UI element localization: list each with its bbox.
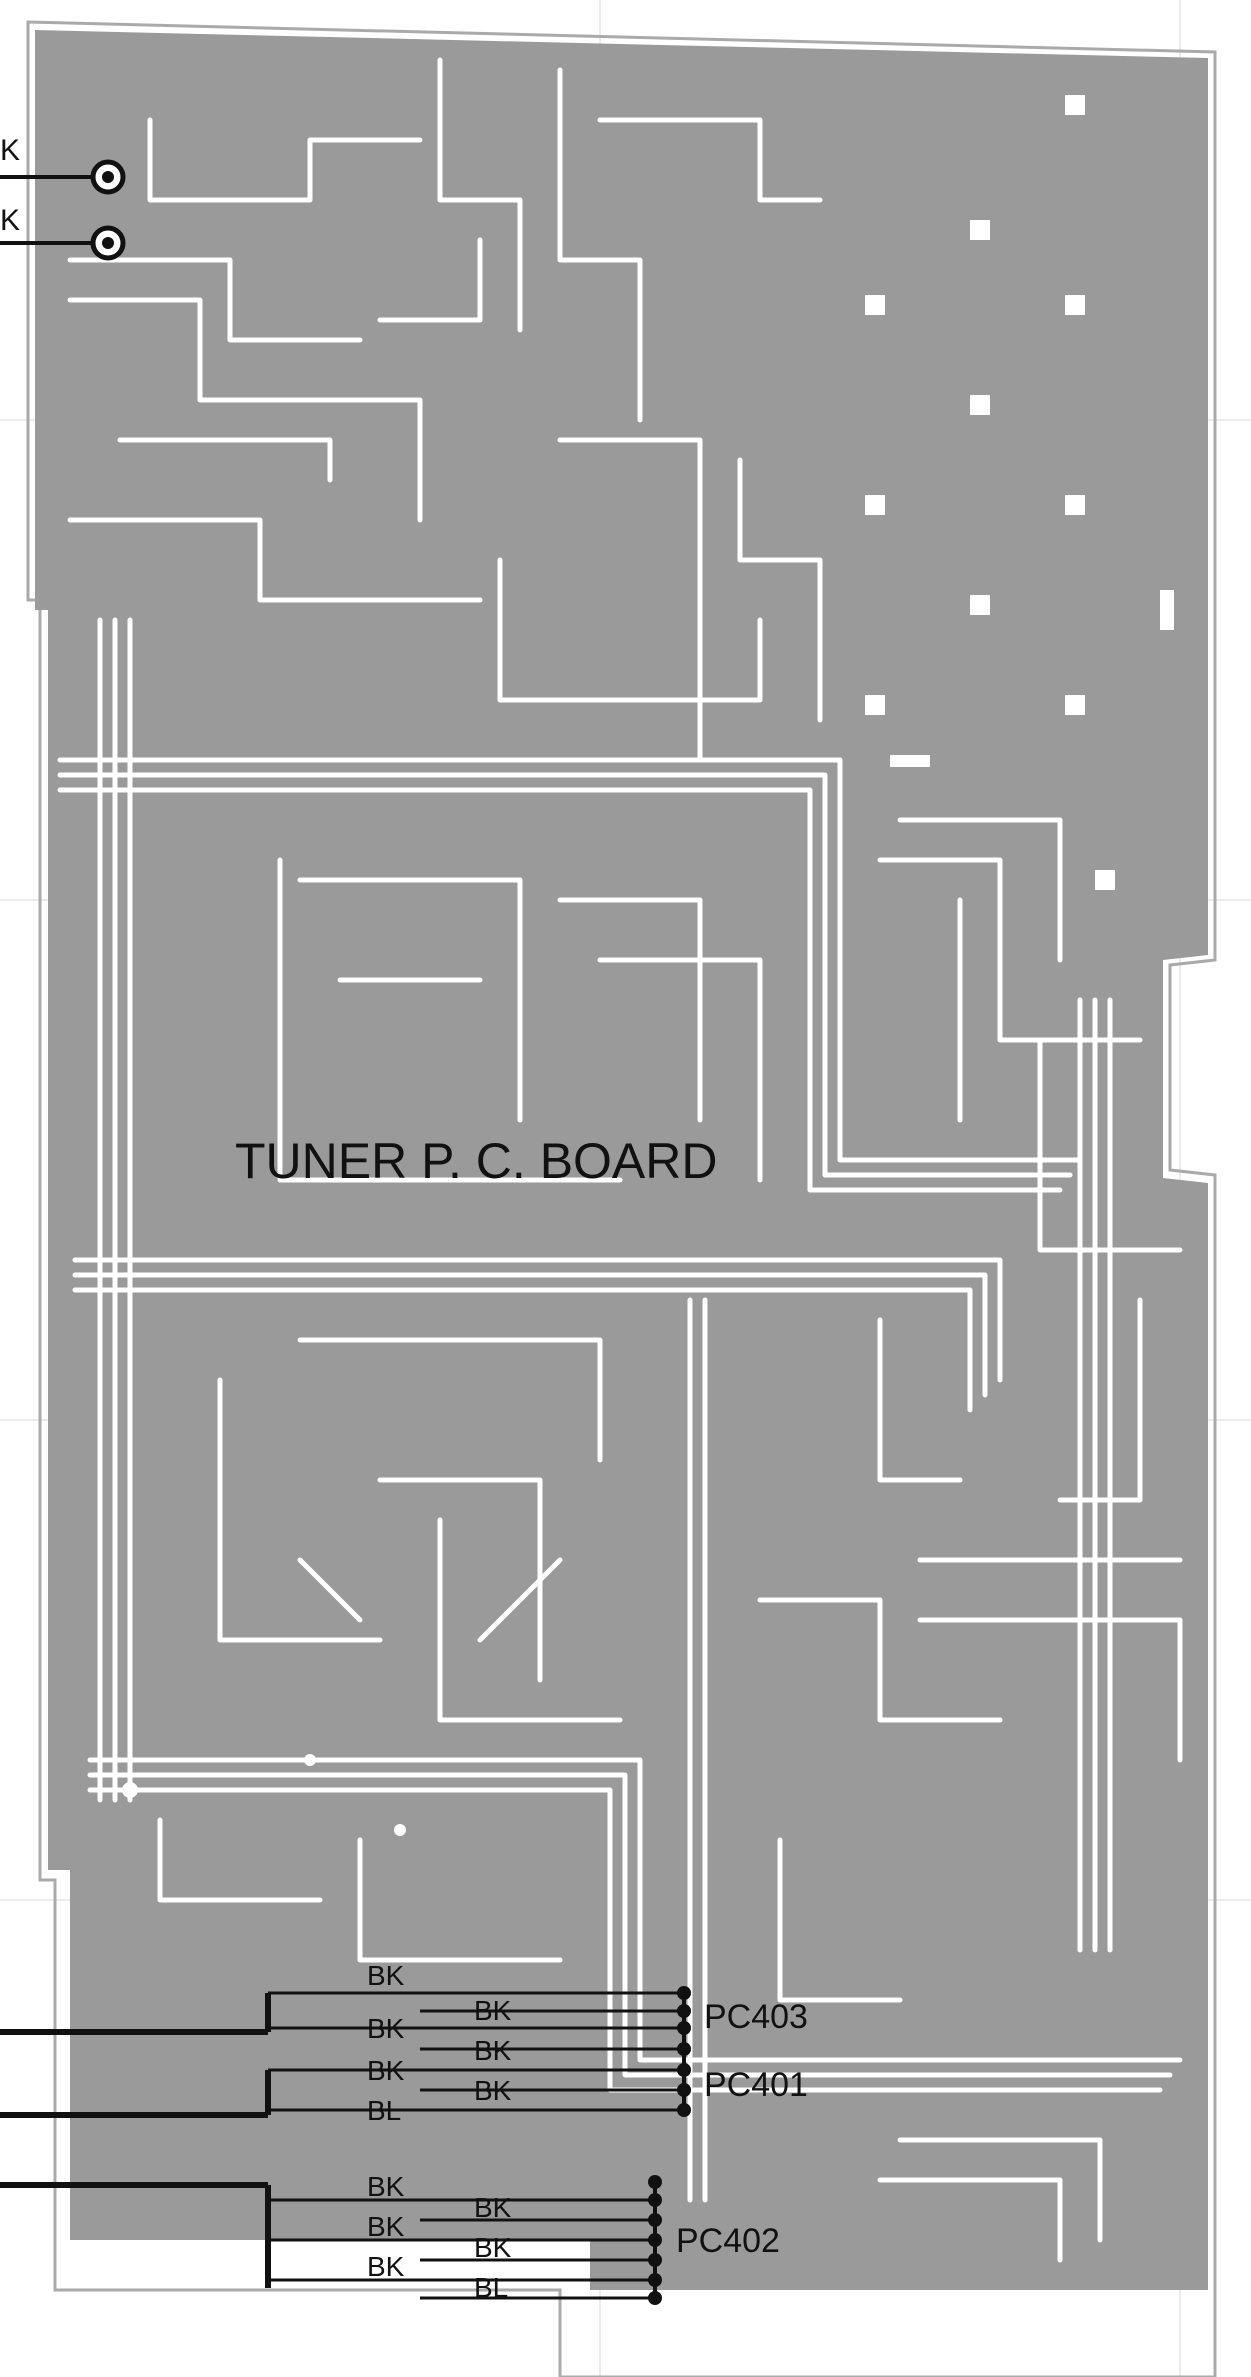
connector-pc402-pins [648,2175,662,2305]
top-wire-label-2: K [0,204,20,237]
wire-label: BK [367,2171,405,2202]
wire-label: BK [474,2232,512,2263]
wire-label: BK [367,2055,405,2086]
component-pads [122,95,1174,1836]
top-wire-label-1: K [0,134,20,167]
wire-harness-1 [0,1991,680,2118]
board-outline [26,20,1217,2377]
wire-label: BK [474,2035,512,2066]
wire-label: BL [367,2095,401,2126]
wire-label: BL [474,2272,508,2303]
wire-label: BK [474,2192,512,2223]
wire-label: BK [474,2075,512,2106]
top-wires: K K [0,134,126,261]
wire-label: BK [367,2211,405,2242]
connector-label-pc401: PC401 [704,2066,808,2104]
wire-label: BK [367,1960,405,1991]
connector-label-pc402: PC402 [676,2222,780,2260]
wire-harness-2 [0,2182,652,2300]
connector-label-pc403: PC403 [704,1998,808,2036]
wire-label: BK [474,1995,512,2026]
wire-label: BK [367,2251,405,2282]
board-title: TUNER P. C. BOARD [235,1133,718,1189]
board-copper [35,30,1208,2290]
copper-traces [57,57,1183,2263]
wire-label: BK [367,2013,405,2044]
